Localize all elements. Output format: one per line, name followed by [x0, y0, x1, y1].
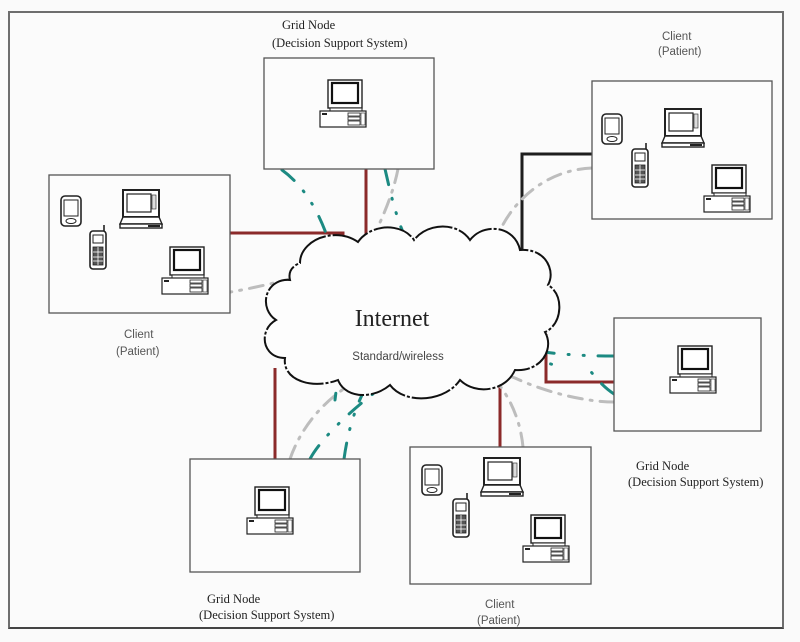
wireless-gray-link [288, 386, 347, 461]
node-subtitle: (Decision Support System) [628, 475, 763, 489]
grid-node-bottom[interactable]: Grid Node (Decision Support System) [189, 458, 361, 622]
laptop-icon [480, 457, 524, 497]
cloud-title: Internet [355, 306, 430, 332]
grid-node-right[interactable]: Grid Node (Decision Support System) [613, 317, 763, 489]
client-node-topright[interactable]: Client (Patient) [591, 31, 773, 220]
node-title: Grid Node [636, 459, 690, 473]
client-node-left[interactable]: Client (Patient) [48, 174, 231, 358]
wireless-teal-link [308, 383, 387, 461]
laptop-icon [661, 108, 705, 148]
node-title: Client [662, 31, 692, 43]
node-subtitle: (Patient) [477, 615, 521, 627]
node-title: Client [124, 329, 154, 341]
node-subtitle: (Patient) [658, 46, 702, 58]
node-subtitle: (Patient) [116, 346, 160, 358]
node-title: Grid Node [282, 18, 336, 32]
wireless-gray-link [358, 167, 400, 264]
pda-icon [60, 195, 82, 227]
internet-cloud: Internet Standard/wireless [263, 225, 561, 400]
pda-icon [601, 113, 623, 145]
cloud-shape [263, 225, 561, 400]
mobile-phone-icon [89, 224, 107, 270]
laptop-icon [119, 189, 163, 229]
node-title: Grid Node [207, 592, 261, 606]
pda-icon [421, 464, 443, 496]
mobile-phone-icon [631, 142, 649, 188]
wireless-teal-link [583, 363, 616, 396]
grid-node-top[interactable]: Grid Node (Decision Support System) [263, 18, 435, 170]
node-box [613, 317, 762, 432]
node-subtitle: (Decision Support System) [272, 36, 407, 50]
wired-link-grid-right [544, 334, 614, 384]
mobile-phone-icon [452, 492, 470, 538]
wireless-gray-link [487, 166, 594, 354]
client-node-bottom[interactable]: Client (Patient) [409, 446, 592, 627]
cloud-subtitle: Standard/wireless [352, 351, 444, 363]
node-subtitle: (Decision Support System) [199, 608, 334, 622]
wireless-teal-link [342, 393, 364, 461]
node-title: Client [485, 599, 515, 611]
wired-link-client-topright [520, 152, 592, 258]
